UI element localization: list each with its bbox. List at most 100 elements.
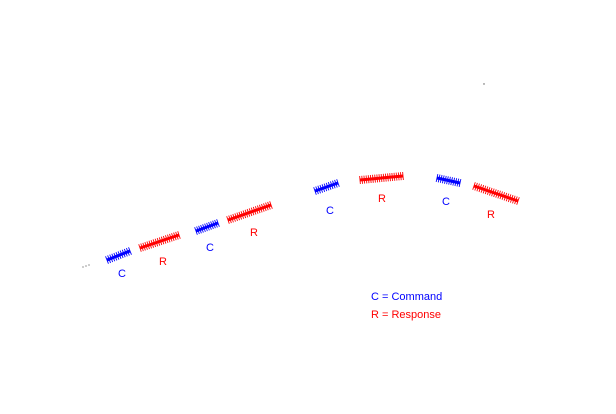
response-tick <box>359 175 361 185</box>
command-tick <box>334 179 338 188</box>
command-tick <box>107 255 111 264</box>
response-tick <box>505 193 510 202</box>
command-tick <box>113 252 118 261</box>
command-tick <box>332 180 336 189</box>
response-tick <box>242 210 247 219</box>
command-tick <box>194 227 198 235</box>
command-segment: C <box>194 219 220 254</box>
response-label: R <box>159 256 167 268</box>
response-tick <box>164 235 169 244</box>
command-tick <box>435 173 439 183</box>
response-tick <box>140 243 144 252</box>
response-tick <box>478 184 483 193</box>
response-tick <box>256 205 261 214</box>
response-tick <box>391 172 394 182</box>
response-tick <box>482 185 487 194</box>
response-tick <box>376 174 379 183</box>
response-tick <box>248 208 253 217</box>
response-tick <box>387 173 389 182</box>
command-label: C <box>206 242 214 254</box>
response-tick <box>146 241 150 250</box>
response-tick <box>177 231 181 239</box>
response-tick <box>156 237 161 246</box>
command-tick <box>315 186 319 195</box>
command-tick <box>128 247 132 255</box>
command-tick <box>214 219 218 228</box>
response-tick <box>365 175 368 184</box>
response-tick <box>374 174 376 183</box>
command-tick <box>198 225 202 234</box>
response-tick <box>503 192 508 201</box>
response-tick <box>501 192 506 200</box>
response-tick <box>167 234 171 243</box>
command-label: C <box>326 205 334 217</box>
response-tick <box>493 189 497 198</box>
response-tick <box>389 173 391 182</box>
response-tick <box>512 195 516 204</box>
command-tick <box>323 183 328 192</box>
response-tick <box>516 197 520 205</box>
response-segment: R <box>472 182 520 221</box>
response-tick <box>472 182 476 190</box>
command-tick <box>450 177 453 186</box>
response-tick <box>175 231 179 240</box>
response-label: R <box>487 209 495 221</box>
response-segment-line <box>473 184 519 203</box>
response-tick <box>152 239 157 248</box>
response-tick <box>154 238 159 247</box>
command-tick <box>119 250 124 259</box>
response-tick <box>480 184 485 193</box>
response-tick <box>263 203 267 212</box>
command-tick <box>204 223 208 232</box>
response-tick <box>138 244 142 252</box>
command-tick <box>439 174 443 183</box>
response-tick <box>400 172 402 181</box>
command-tick <box>121 249 126 258</box>
response-tick <box>250 207 255 216</box>
command-tick <box>446 176 449 185</box>
command-label: C <box>118 268 126 280</box>
response-tick <box>142 242 146 251</box>
response-tick <box>384 173 387 182</box>
response-tick <box>382 173 385 182</box>
command-tick <box>444 175 447 184</box>
response-label: R <box>378 193 386 205</box>
response-segment: R <box>359 171 404 205</box>
command-tick <box>319 184 324 193</box>
command-tick <box>327 181 332 190</box>
command-tick <box>200 224 204 233</box>
command-tick <box>212 220 216 229</box>
command-tick <box>325 182 330 191</box>
command-tick <box>452 177 456 186</box>
response-tick <box>380 173 383 183</box>
response-segment: R <box>226 201 273 239</box>
response-tick <box>402 171 404 181</box>
response-tick <box>230 214 234 223</box>
command-tick <box>196 226 200 235</box>
command-segment: C <box>313 179 340 217</box>
response-tick <box>509 194 514 203</box>
command-segment: C <box>435 173 462 208</box>
response-tick <box>226 216 230 224</box>
response-segment: R <box>138 231 181 268</box>
response-tick <box>144 242 148 250</box>
command-tick <box>456 178 460 187</box>
command-segment: C <box>105 247 132 280</box>
response-tick <box>393 172 396 181</box>
response-tick <box>395 172 398 181</box>
command-tick <box>105 256 109 264</box>
response-tick <box>489 187 493 196</box>
response-tick <box>246 208 251 217</box>
command-tick <box>454 178 458 187</box>
response-tick <box>367 175 370 184</box>
response-tick <box>244 209 249 218</box>
response-tick <box>269 201 273 209</box>
response-tick <box>267 201 271 210</box>
response-label: R <box>250 227 258 239</box>
response-tick <box>499 191 503 200</box>
response-tick <box>372 174 374 183</box>
stray-mark <box>483 83 485 85</box>
legend-response: R = Response <box>371 309 442 321</box>
